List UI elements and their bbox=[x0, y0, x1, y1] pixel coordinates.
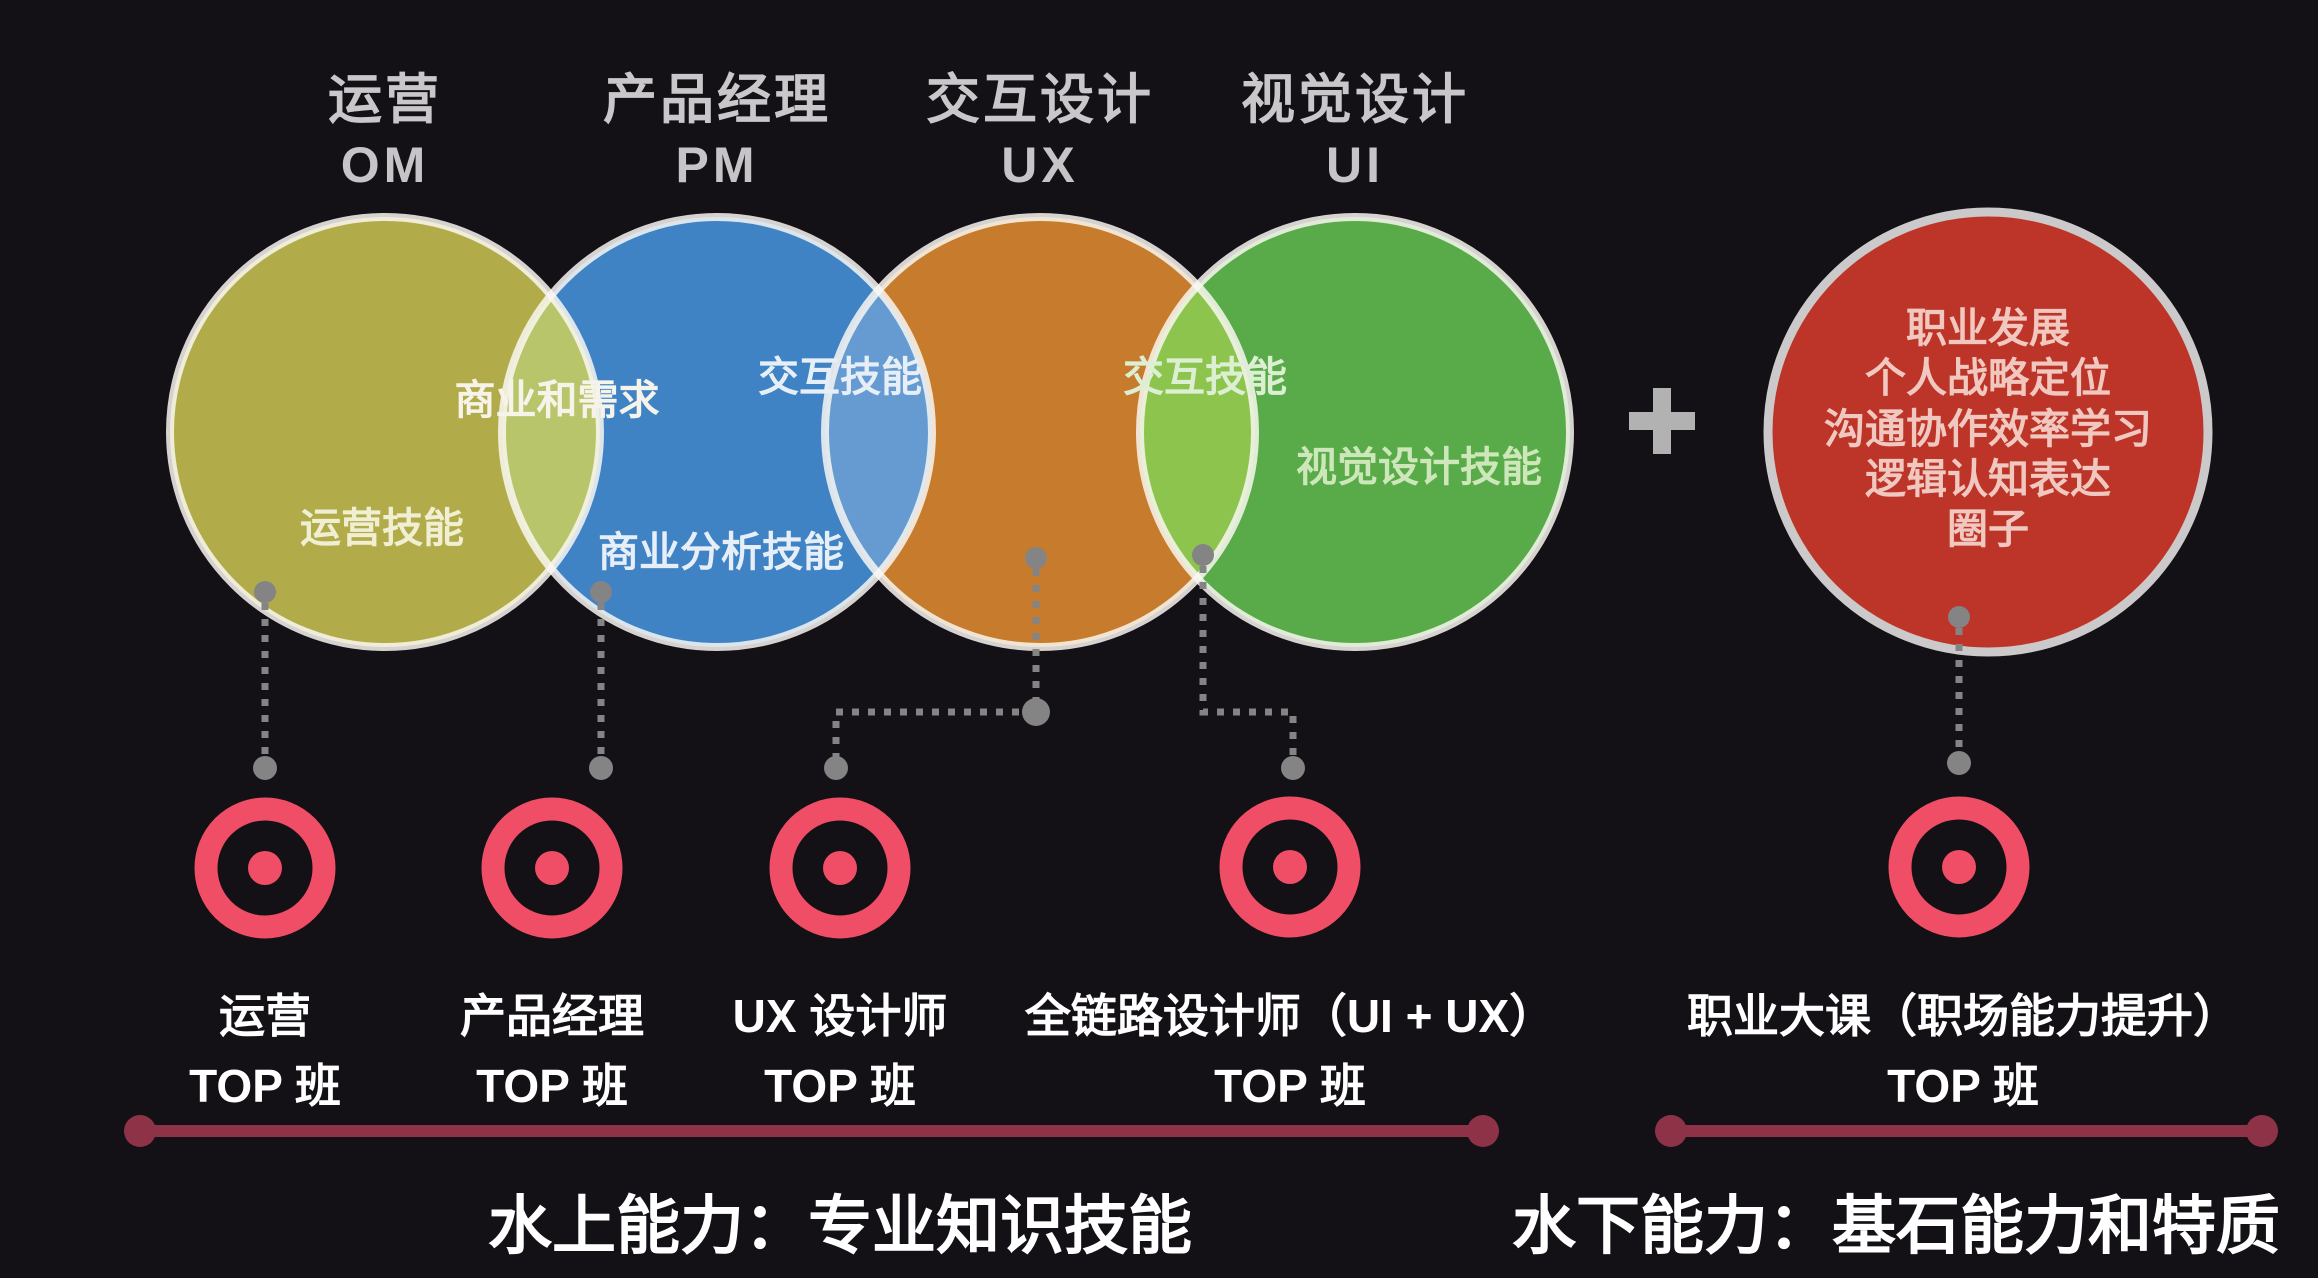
connector-start-dot bbox=[1948, 606, 1970, 628]
title-ui-code: UI bbox=[1326, 137, 1384, 193]
connector-start-dot bbox=[1192, 544, 1214, 566]
bullseye-dot bbox=[248, 851, 282, 885]
career-line-4: 逻辑认知表达 bbox=[1865, 456, 2111, 502]
bullseye-dot bbox=[1273, 850, 1307, 884]
course-tier: TOP 班 bbox=[1214, 1060, 1366, 1112]
bullseye-ring bbox=[1888, 796, 2030, 938]
bullseye-dot bbox=[1942, 850, 1976, 884]
baseline-above-water bbox=[124, 1115, 1499, 1147]
connector-end-dot bbox=[253, 756, 277, 780]
footer-below-water: 水下能力：基石能力和特质 bbox=[1512, 1190, 2280, 1262]
connector-end-dot bbox=[1281, 756, 1305, 780]
plus-vertical-bar bbox=[1653, 388, 1671, 454]
title-om-code: OM bbox=[341, 137, 430, 193]
bullseye-icon-ux bbox=[769, 797, 911, 939]
course-label-career: 职业大课（职场能力提升） TOP 班 bbox=[1687, 990, 2239, 1112]
course-tier: TOP 班 bbox=[1887, 1060, 2039, 1112]
label-om-skill: 运营技能 bbox=[300, 505, 464, 551]
connector-end-dot bbox=[824, 756, 848, 780]
career-line-2: 个人战略定位 bbox=[1865, 355, 2111, 401]
course-name: UX 设计师 bbox=[733, 990, 948, 1042]
label-pm-ux-overlap: 交互技能 bbox=[758, 354, 922, 400]
connector-dashed-line bbox=[832, 569, 1040, 757]
bullseye-icon-fullstack bbox=[1219, 796, 1361, 938]
bullseye-ring bbox=[481, 797, 623, 939]
connector-dashed-line bbox=[1199, 566, 1297, 757]
circle-ui bbox=[1140, 217, 1570, 647]
course-tier: TOP 班 bbox=[476, 1060, 628, 1112]
connector-end-dot bbox=[589, 756, 613, 780]
connector-start-dot bbox=[254, 581, 276, 603]
label-ui-skill: 视觉设计技能 bbox=[1296, 444, 1542, 490]
title-om-zh: 运营 bbox=[328, 70, 442, 130]
bullseye-ring bbox=[1219, 796, 1361, 938]
ring-pm bbox=[498, 213, 936, 651]
plus-icon bbox=[1629, 388, 1695, 454]
course-label-pm: 产品经理 TOP 班 bbox=[460, 990, 644, 1112]
circle-om bbox=[170, 217, 600, 647]
connector-om bbox=[253, 581, 277, 780]
course-name: 产品经理 bbox=[460, 990, 644, 1042]
course-name: 运营 bbox=[219, 990, 311, 1042]
connector-ui bbox=[1192, 544, 1305, 780]
bullseye-dot bbox=[823, 851, 857, 885]
course-name: 全链路设计师（UI + UX） bbox=[1024, 990, 1555, 1042]
bullseye-ring bbox=[194, 797, 336, 939]
circle-career bbox=[1768, 212, 2208, 652]
title-ux-zh: 交互设计 bbox=[926, 70, 1154, 130]
baseline-below-water bbox=[1655, 1115, 2278, 1147]
baseline-right-dot bbox=[1467, 1115, 1499, 1147]
bullseye-icon-pm bbox=[481, 797, 623, 939]
baseline-left-dot bbox=[1655, 1115, 1687, 1147]
connector-start-dot bbox=[1025, 547, 1047, 569]
course-name: 职业大课（职场能力提升） bbox=[1687, 990, 2239, 1042]
connector-pm bbox=[589, 581, 613, 780]
title-pm-zh: 产品经理 bbox=[603, 70, 831, 130]
career-line-3: 沟通协作效率学习 bbox=[1824, 406, 2152, 452]
course-label-fullstack: 全链路设计师（UI + UX） TOP 班 bbox=[1024, 990, 1555, 1112]
label-ux-ui-overlap: 交互技能 bbox=[1123, 354, 1287, 400]
footer-above-water: 水上能力：专业知识技能 bbox=[488, 1190, 1192, 1262]
connector-ux bbox=[824, 547, 1050, 780]
baseline-right-dot bbox=[2246, 1115, 2278, 1147]
connector-career bbox=[1947, 606, 1971, 775]
ring-ux bbox=[821, 213, 1259, 651]
course-label-om: 运营 TOP 班 bbox=[189, 990, 341, 1112]
course-tier: TOP 班 bbox=[764, 1060, 916, 1112]
bullseye-dot bbox=[535, 851, 569, 885]
label-pm-skill: 商业分析技能 bbox=[598, 529, 844, 575]
title-pm-code: PM bbox=[676, 137, 759, 193]
career-line-1: 职业发展 bbox=[1906, 305, 2070, 351]
bullseye-ring bbox=[769, 797, 911, 939]
bullseye-icon-career bbox=[1888, 796, 2030, 938]
label-om-pm-overlap: 商业和需求 bbox=[455, 377, 660, 423]
ring-career bbox=[1763, 207, 2213, 657]
baseline-left-dot bbox=[124, 1115, 156, 1147]
title-ux-code: UX bbox=[1001, 137, 1078, 193]
ring-om bbox=[166, 213, 604, 651]
connector-end-dot bbox=[1947, 751, 1971, 775]
career-line-5: 圈子 bbox=[1947, 506, 2029, 552]
circle-ux bbox=[825, 217, 1255, 647]
course-tier: TOP 班 bbox=[189, 1060, 341, 1112]
connector-start-dot bbox=[590, 581, 612, 603]
title-ui-zh: 视觉设计 bbox=[1241, 70, 1469, 130]
connector-junction-dot bbox=[1022, 698, 1050, 726]
course-label-ux: UX 设计师 TOP 班 bbox=[733, 990, 948, 1112]
bullseye-icon-om bbox=[194, 797, 336, 939]
circle-pm bbox=[502, 217, 932, 647]
ring-ui bbox=[1136, 213, 1574, 651]
